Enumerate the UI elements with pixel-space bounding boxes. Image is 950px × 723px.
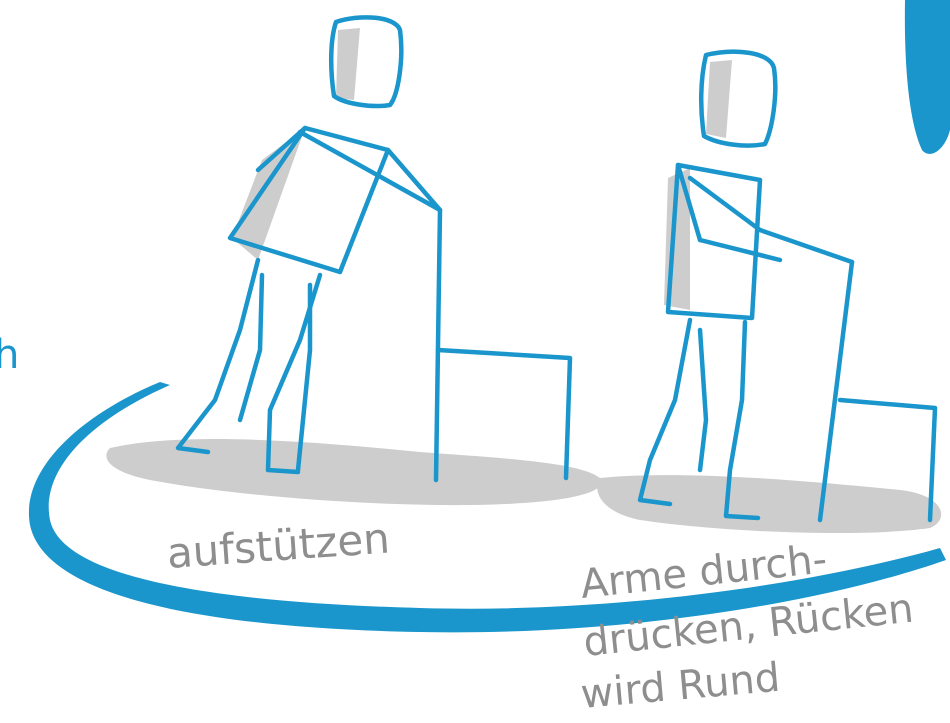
left-figure — [178, 17, 570, 480]
caption-right-line3: wird Rund — [579, 655, 782, 718]
ground-shadows — [106, 439, 941, 533]
top-right-blue-shape — [905, 0, 950, 154]
right-figure — [640, 52, 935, 520]
caption-edge-fragment: h — [0, 332, 19, 378]
caption-left-label: aufstützen — [165, 514, 391, 578]
